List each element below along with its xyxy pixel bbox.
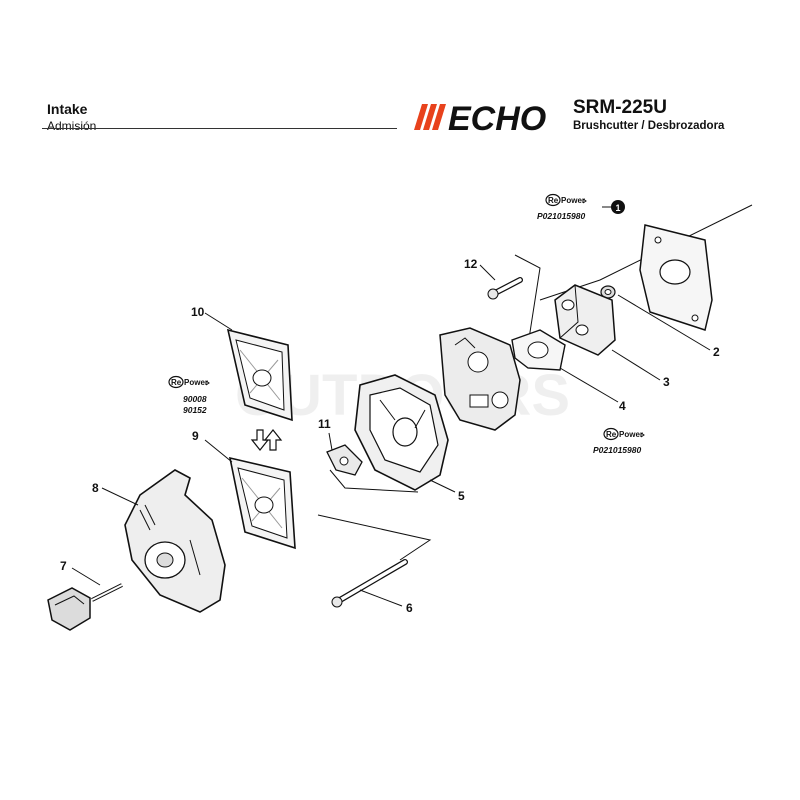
repower-re-label: Re bbox=[548, 196, 559, 205]
callout-2: 2 bbox=[713, 345, 720, 359]
part-10-filter bbox=[226, 328, 293, 422]
part-12-bolt bbox=[487, 277, 523, 300]
echo-logo-text: ECHO bbox=[448, 100, 546, 134]
guide-line-bolt-6 bbox=[317, 514, 432, 561]
repower-power-label: Power bbox=[561, 196, 585, 205]
part-11-plate bbox=[326, 444, 363, 476]
repower-badge-part-1: Re Power P021015980 bbox=[537, 193, 587, 221]
part-3-insulator bbox=[554, 284, 616, 356]
page-title: Intake bbox=[47, 101, 88, 117]
model-number: SRM-225U bbox=[573, 97, 667, 118]
part-8-cover bbox=[124, 469, 226, 613]
part-1-gasket bbox=[639, 224, 713, 331]
repower-re-label-4: Re bbox=[606, 430, 617, 439]
carburetor bbox=[439, 327, 521, 431]
part-5-air-cleaner-base bbox=[354, 374, 449, 491]
callout-1: 1 bbox=[615, 203, 620, 213]
header-right: SRM-225U Brushcutter / Desbrozadora bbox=[573, 97, 724, 133]
swap-arrows-icon bbox=[250, 429, 283, 451]
repower-power-label-filter: Power bbox=[184, 378, 208, 387]
repower-badge-part-4: Re Power P021015980 bbox=[593, 427, 645, 455]
leader-lines bbox=[71, 206, 711, 607]
callout-7: 7 bbox=[60, 559, 67, 573]
header-rule bbox=[42, 128, 397, 129]
repower-power-label-4: Power bbox=[619, 430, 643, 439]
header-left: Intake Admisión bbox=[47, 101, 96, 134]
assembly-guide-lines bbox=[317, 204, 753, 561]
part-4-gasket bbox=[511, 329, 566, 371]
repower-re-label-filter: Re bbox=[171, 378, 182, 387]
repower-part-number-1: P021015980 bbox=[537, 211, 585, 221]
callout-8: 8 bbox=[92, 481, 99, 495]
callout-6: 6 bbox=[406, 601, 413, 615]
repower-filter-number-1: 90008 bbox=[183, 394, 207, 404]
repower-badge-filters: Re Power 90008 90152 bbox=[168, 375, 210, 415]
echo-logo: ECHO bbox=[414, 100, 546, 134]
callout-5: 5 bbox=[458, 489, 465, 503]
callout-11: 11 bbox=[318, 417, 331, 431]
guide-line-11 bbox=[329, 469, 419, 493]
repower-part-number-4: P021015980 bbox=[593, 445, 641, 455]
callout-3: 3 bbox=[663, 375, 670, 389]
part-9-filter bbox=[228, 456, 296, 550]
echo-logo-speed-lines bbox=[414, 104, 446, 130]
guide-line-top bbox=[539, 204, 753, 301]
filled-circle-marker-icon bbox=[611, 200, 625, 214]
part-7-knob bbox=[47, 583, 123, 631]
page-subtitle: Admisión bbox=[47, 119, 97, 133]
part-6-bolt bbox=[331, 559, 408, 608]
product-description: Brushcutter / Desbrozadora bbox=[573, 120, 725, 132]
callout-12: 12 bbox=[464, 257, 478, 271]
guide-line-bolt-12 bbox=[514, 254, 541, 346]
callout-9: 9 bbox=[192, 429, 199, 443]
callout-4: 4 bbox=[619, 399, 626, 413]
callout-10: 10 bbox=[191, 305, 205, 319]
repower-filter-number-2: 90152 bbox=[183, 405, 207, 415]
